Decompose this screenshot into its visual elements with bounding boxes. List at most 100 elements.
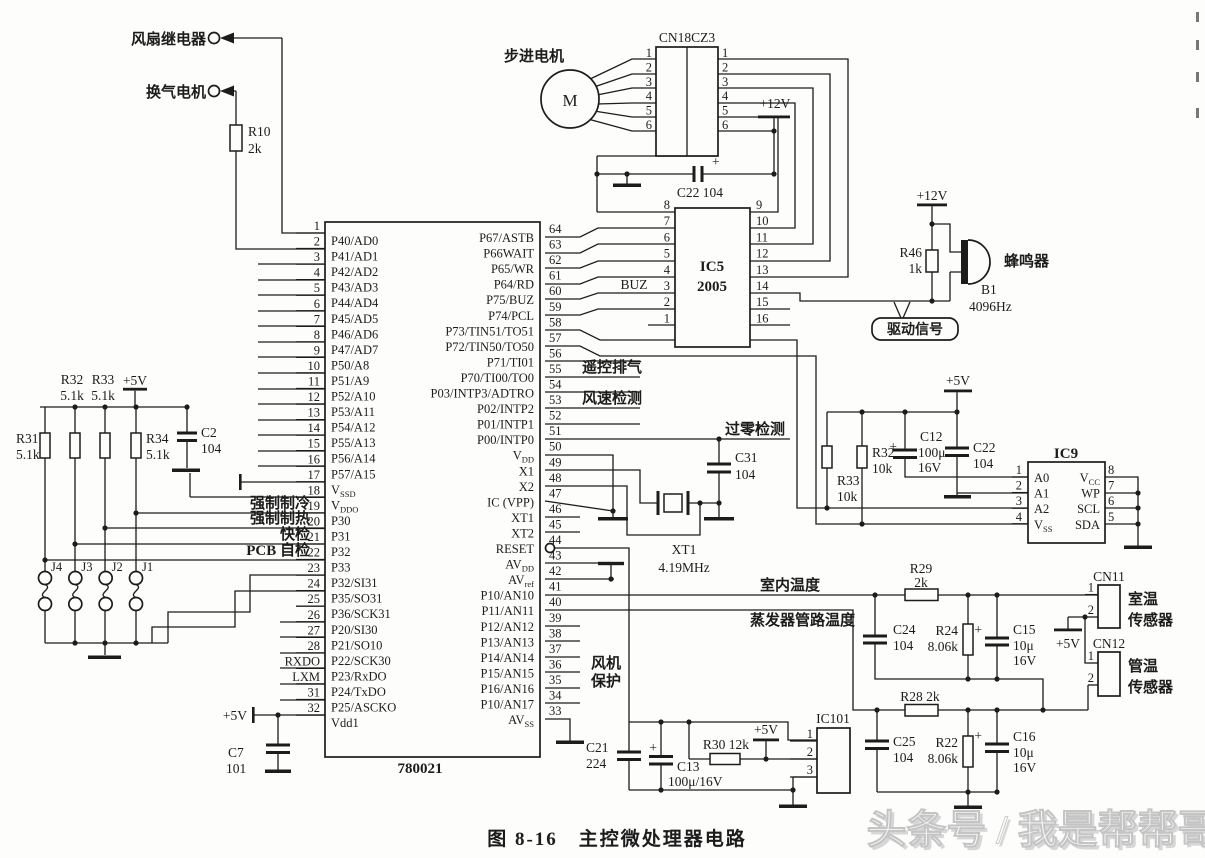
cn18-left-pin: 2 (646, 60, 652, 74)
arrow-icon (220, 85, 234, 97)
ic5-right-pin: 10 (756, 214, 769, 228)
pin-label: P32 (331, 545, 350, 559)
pin-number: 12 (308, 390, 321, 404)
r32b-ref: R32 (872, 445, 895, 460)
c25-ref: C25 (893, 734, 916, 749)
r46-ref: R46 (899, 245, 922, 260)
pin-number: 45 (549, 517, 562, 531)
cn11-pin-row: 1 (1085, 581, 1098, 596)
cn18-left-pin: 3 (646, 75, 652, 89)
mcu-left-pin-row: 18 VDDO (296, 483, 358, 514)
buz-label: BUZ (621, 277, 648, 292)
pin-label: P10/AN10 (481, 589, 534, 603)
pin-label: P03/INTP3/ADTRO (431, 387, 534, 401)
pin-number: LXM (292, 670, 320, 684)
ic5-left-pin: 3 (664, 279, 670, 293)
mcu-body (324, 221, 541, 758)
mcu-left-pin-row: 25 P36/SCK31 (296, 592, 391, 621)
mcu-right-pin-row: 54 P03/INTP3/ADTRO (431, 378, 563, 401)
fan-protect-label-2: 保护 (590, 672, 621, 690)
pin-number: 49 (549, 455, 562, 469)
buzzer-label: 蜂鸣器 (1004, 252, 1050, 270)
ic9-right-pin-row: 7 WP (1081, 479, 1114, 501)
cn18-right-pin: 1 (722, 46, 728, 60)
pin-label: P30 (331, 514, 350, 528)
pin-number: 2 (722, 60, 728, 74)
ic101-pin-row: 1 (790, 727, 817, 742)
fan-relay-label: 风扇继电器 (131, 30, 207, 48)
mcu-left-pin-row: 28 P22/SCK30 (296, 639, 391, 668)
pin-number: 44 (549, 533, 562, 547)
mcu-left-pin-row: 8 P47/AD7 (296, 328, 378, 357)
motor-symbol (540, 69, 600, 129)
p12v-cn18: +12V (760, 96, 791, 111)
pin-number: 1 (1088, 581, 1094, 595)
pin-label: P31 (331, 529, 350, 543)
r31-value: 5.1k (16, 447, 40, 462)
pin-number: 52 (549, 409, 562, 423)
drive-signal-label: 驱动信号 (887, 321, 943, 338)
ic5-body (674, 207, 751, 348)
cn11-title: CN11 (1093, 569, 1125, 584)
evap-temp-label: 蒸发器管路温度 (750, 611, 856, 629)
jumper-label: J2 (112, 560, 123, 574)
c12-value-1: 100μ (918, 445, 946, 460)
pin-label: P25/ASCKO (331, 701, 396, 715)
mcu-right-pin-row: 37 P14/AN14 (481, 642, 562, 665)
c15-ref: C15 (1013, 622, 1036, 637)
pin-number: 21 (308, 530, 321, 544)
pin-label: A2 (1034, 502, 1049, 516)
pin-number: 20 (308, 514, 321, 528)
xt1-freq: 4.19MHz (658, 560, 709, 575)
c12-ref: C12 (920, 429, 943, 444)
mcu-right-pin-row: 45 XT2 (511, 517, 561, 540)
jumper-label: J4 (51, 560, 63, 574)
mcu-right-pin-row: 52 P01/INTP1 (477, 409, 561, 432)
pin-number: 25 (308, 592, 321, 606)
b1-ref: B1 (981, 282, 997, 297)
supply-symbols (123, 115, 1082, 742)
fan-relay-terminal (207, 31, 221, 45)
xt1-ref: XT1 (672, 542, 697, 557)
pin-label: P41/AD1 (331, 250, 378, 264)
pin-number: 12 (756, 247, 769, 261)
reset-inversion-bubble (544, 542, 556, 554)
mcu-right-pin-row: 51 P00/INTP0 (477, 424, 561, 447)
mcu-right-pin-row: 41 P10/AN10 (481, 580, 562, 603)
pin-number: 1 (1016, 463, 1022, 477)
pin-number: 26 (308, 608, 321, 622)
pin-label: P67/ASTB (479, 231, 534, 245)
p5v-cn11: +5V (1056, 636, 1080, 651)
c12-value-2: 16V (918, 460, 942, 475)
ic5-left-pin: 8 (664, 198, 670, 212)
pin-label: P53/A11 (331, 405, 375, 419)
pin-number: 3 (722, 75, 728, 89)
pin-label: P13/AN13 (481, 635, 534, 649)
mcu-left-pin-row: 11 P52/A10 (296, 375, 375, 404)
pin-label: P72/TIN50/TO50 (445, 340, 534, 354)
c21-ref: C21 (586, 740, 609, 755)
pin-label: P22/SCK30 (331, 654, 391, 668)
mcu-left-pin-row: 19 P30 (296, 499, 350, 528)
cn12-pin-row: 2 (1088, 671, 1098, 686)
pin-label: P11/AN11 (481, 604, 534, 618)
mcu-right-pin-row: 53 P02/INTP2 (477, 393, 561, 416)
pin-number: 4 (314, 266, 321, 280)
mcu-right-pin-row: 34 P10/AN17 (481, 689, 563, 712)
cn11-pin-row: 2 (1085, 603, 1098, 618)
pin-number: 11 (308, 375, 320, 389)
stepper-motor-label: 步进电机 (504, 47, 564, 65)
ic9-left-pin-row: 3 A2 (1012, 494, 1049, 516)
pin-number: 7 (314, 312, 320, 326)
pin-number: 10 (308, 359, 321, 373)
pin-label: P42/AD2 (331, 265, 378, 279)
mcu-right-pin-row: 62 P65/WR (491, 253, 562, 276)
pin-label: P47/AD7 (331, 343, 378, 357)
ic5-left-pin: 6 (664, 230, 670, 244)
mcu-right-pin-row: 35 P16/AN16 (481, 673, 562, 696)
pin-label: P44/AD4 (331, 296, 379, 310)
pin-label: P33 (331, 561, 350, 575)
pin-number: 9 (756, 198, 762, 212)
pin-number: 1 (1088, 649, 1094, 663)
